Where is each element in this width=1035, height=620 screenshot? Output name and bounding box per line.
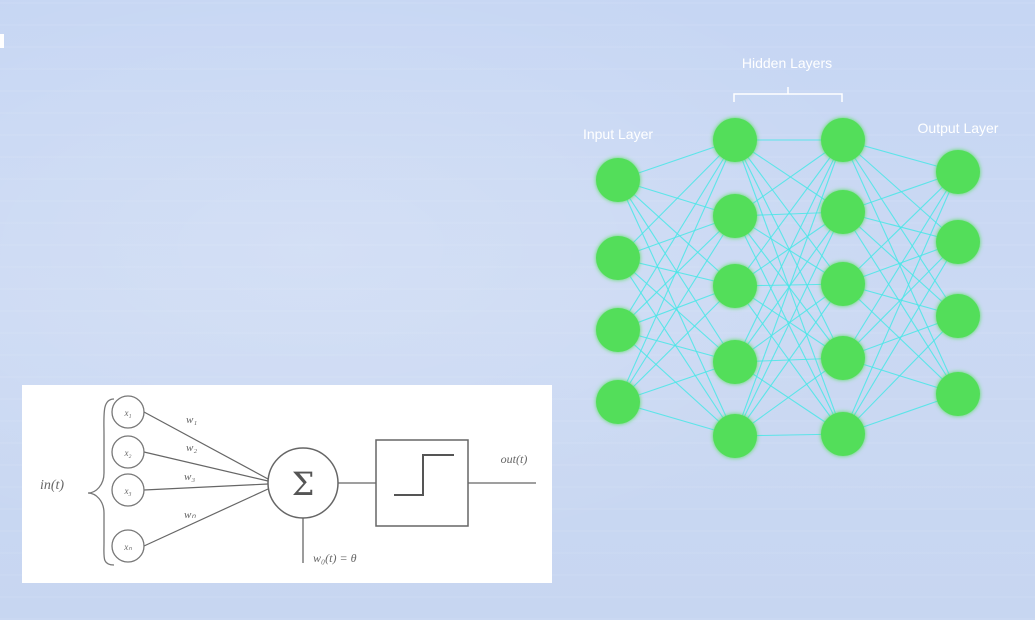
weight-label-n: wₙ [184, 509, 196, 521]
connection-edge [734, 357, 844, 437]
input-node-1 [596, 158, 640, 202]
input-node-4 [596, 380, 640, 424]
hidden2-node-2 [821, 190, 865, 234]
summation-node: Σ [267, 447, 339, 519]
input-node-label: x₁ [123, 408, 131, 418]
connection-edge [842, 171, 959, 359]
input-layer-label: Input Layer [583, 126, 653, 142]
connection-edge [842, 139, 959, 243]
output-node-2 [936, 220, 980, 264]
sum-symbol: Σ [292, 465, 315, 503]
connection-edge [734, 139, 844, 437]
bias-label: w₀(t) = θ [313, 551, 357, 565]
connection-edge [842, 241, 959, 359]
input-node-3 [596, 308, 640, 352]
weight-label-1: w₁ [186, 414, 197, 426]
connection-edge [617, 329, 736, 437]
hidden1-node-3 [713, 264, 757, 308]
connection-edge [734, 139, 844, 285]
input-node-label: xₙ [123, 542, 132, 552]
network-nodes [596, 118, 980, 458]
connection-edge [617, 139, 736, 403]
weight-line-3 [143, 483, 269, 491]
input-node-label: x₃ [123, 486, 131, 496]
connection-edge [734, 139, 844, 287]
output-label: out(t) [501, 452, 528, 466]
step-activation-box [375, 439, 469, 527]
output-node-3 [936, 294, 980, 338]
connection-edge [842, 139, 959, 395]
connection-edge [734, 139, 844, 363]
hidden2-node-4 [821, 336, 865, 380]
step-function-curve [394, 454, 454, 496]
input-node-label: x₂ [123, 448, 131, 458]
output-layer-label: Output Layer [918, 120, 999, 136]
hidden1-node-5 [713, 414, 757, 458]
connection-edge [842, 171, 959, 285]
input-group-label: in(t) [40, 478, 64, 493]
input-node-1: x₁ [111, 395, 145, 429]
weight-line-1 [143, 411, 269, 480]
connection-edge [617, 257, 736, 437]
hidden-layers-label: Hidden Layers [742, 55, 832, 71]
input-brace [87, 398, 115, 566]
connection-edge [617, 179, 736, 287]
output-node-1 [936, 150, 980, 194]
perceptron-diagram: in(t) x₁ x₂ x₃ xₙ [40, 395, 536, 566]
hidden2-node-1 [821, 118, 865, 162]
connection-edge [617, 215, 736, 331]
hidden-layers-bracket [733, 87, 843, 102]
hidden2-node-3 [821, 262, 865, 306]
input-node-2 [596, 236, 640, 280]
connection-edge [617, 215, 736, 403]
input-node-2: x₂ [111, 435, 145, 469]
weight-label-2: w₂ [186, 442, 197, 454]
connection-edge [842, 315, 959, 435]
connection-edge [734, 283, 844, 437]
weight-line-4 [143, 488, 269, 547]
hidden1-node-2 [713, 194, 757, 238]
connection-edge [617, 285, 736, 403]
hidden1-node-1 [713, 118, 757, 162]
connection-edge [734, 139, 844, 217]
input-node-3: x₃ [111, 473, 145, 507]
hidden1-node-4 [713, 340, 757, 384]
perceptron-diagram-panel: in(t) x₁ x₂ x₃ xₙ [22, 385, 552, 583]
connection-edge [617, 139, 736, 331]
input-weight-lines [143, 411, 269, 547]
input-node-4: xₙ [111, 529, 145, 563]
weight-label-3: w₃ [184, 471, 195, 483]
connection-edge [617, 139, 736, 259]
connection-edge [734, 211, 844, 437]
connection-edge [842, 171, 959, 435]
neural-network-diagram: Hidden Layers Input Layer Output Layer [583, 55, 999, 458]
connection-edge [842, 241, 959, 435]
output-node-4 [936, 372, 980, 416]
weight-line-2 [143, 451, 269, 482]
network-connections [617, 139, 959, 437]
edge-mark [0, 34, 4, 48]
hidden2-node-5 [821, 412, 865, 456]
